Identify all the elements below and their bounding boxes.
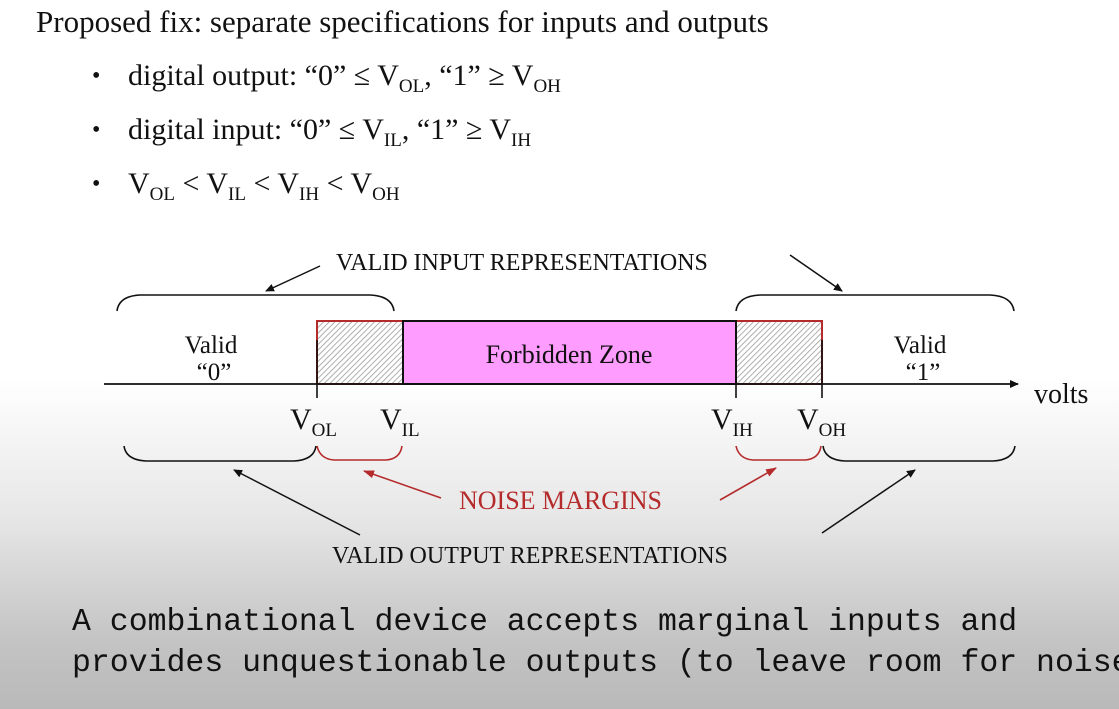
bullet-text: < V: [319, 167, 373, 200]
bullet-text: < V: [175, 167, 229, 200]
bullet-text: V: [128, 167, 150, 200]
subscript: IL: [228, 184, 246, 205]
slide-heading: Proposed fix: separate specifications fo…: [36, 4, 769, 39]
valid0-label-line1: Valid: [185, 332, 238, 359]
subscript: OH: [533, 76, 561, 97]
valid-output-low-brace: [123, 445, 317, 462]
valid-output-arrow-left: [233, 469, 361, 536]
valid-input-arrow-left: [265, 265, 321, 292]
subscript: IH: [511, 130, 532, 151]
noise-margin-low-region: [316, 320, 404, 385]
valid-input-label: VALID INPUT REPRESENTATIONS: [336, 250, 708, 276]
subscript: OH: [372, 184, 400, 205]
valid-input-low-brace: [116, 294, 395, 312]
vih-label: VIH: [711, 403, 753, 441]
bullet-threshold-order: • VOL < VIL < VIH < VOH: [92, 164, 561, 218]
noise-margin-high-brace: [735, 445, 822, 461]
valid-output-label: VALID OUTPUT REPRESENTATIONS: [332, 543, 728, 569]
valid0-label-line2: “0”: [197, 359, 232, 386]
footer-line: provides unquestionable outputs (to leav…: [72, 646, 1119, 681]
bullet-digital-output: • digital output: “0” ≤ VOL, “1” ≥ VOH: [92, 56, 561, 110]
subscript: IL: [383, 130, 402, 151]
bullet-text: digital input: “0” ≤ V: [128, 113, 384, 146]
subscript: IH: [299, 184, 320, 205]
noise-arrow-right: [719, 467, 777, 501]
noise-arrow-left: [363, 470, 442, 499]
bullet-digital-input: • digital input: “0” ≤ VIL, “1” ≥ VIH: [92, 110, 561, 164]
vol-label: VOL: [290, 403, 337, 441]
valid1-label-line2: “1”: [906, 359, 941, 386]
noise-margin-high-region: [735, 320, 823, 385]
voh-label: VOH: [797, 403, 846, 441]
bullet-text: digital output: “0” ≤ V: [128, 59, 399, 92]
valid-input-arrow-right: [789, 254, 843, 292]
footer-text: A combinational device accepts marginal …: [72, 602, 1119, 684]
subscript: OL: [398, 76, 425, 97]
bullet-list: • digital output: “0” ≤ VOL, “1” ≥ VOH •…: [92, 56, 561, 218]
forbidden-zone-label: Forbidden Zone: [486, 340, 653, 369]
noise-margin-low-brace: [316, 445, 403, 461]
valid-output-arrow-right: [821, 469, 916, 534]
forbidden-zone: [402, 320, 737, 385]
noise-margins-label: NOISE MARGINS: [459, 486, 662, 515]
bullet-text: , “1” ≥ V: [424, 59, 534, 92]
bullet-text: , “1” ≥ V: [401, 113, 512, 146]
valid-output-high-brace: [822, 445, 1016, 462]
subscript: OL: [149, 184, 175, 205]
bullet-dot-icon: •: [92, 117, 101, 143]
bullet-dot-icon: •: [92, 63, 101, 89]
axis-label: volts: [1034, 379, 1088, 410]
footer-line: A combinational device accepts marginal …: [72, 605, 1018, 640]
valid-input-high-brace: [735, 294, 1015, 312]
valid1-label-line1: Valid: [894, 332, 947, 359]
vil-label: VIL: [380, 403, 420, 441]
bullet-text: < V: [245, 167, 300, 200]
bullet-dot-icon: •: [92, 171, 101, 197]
